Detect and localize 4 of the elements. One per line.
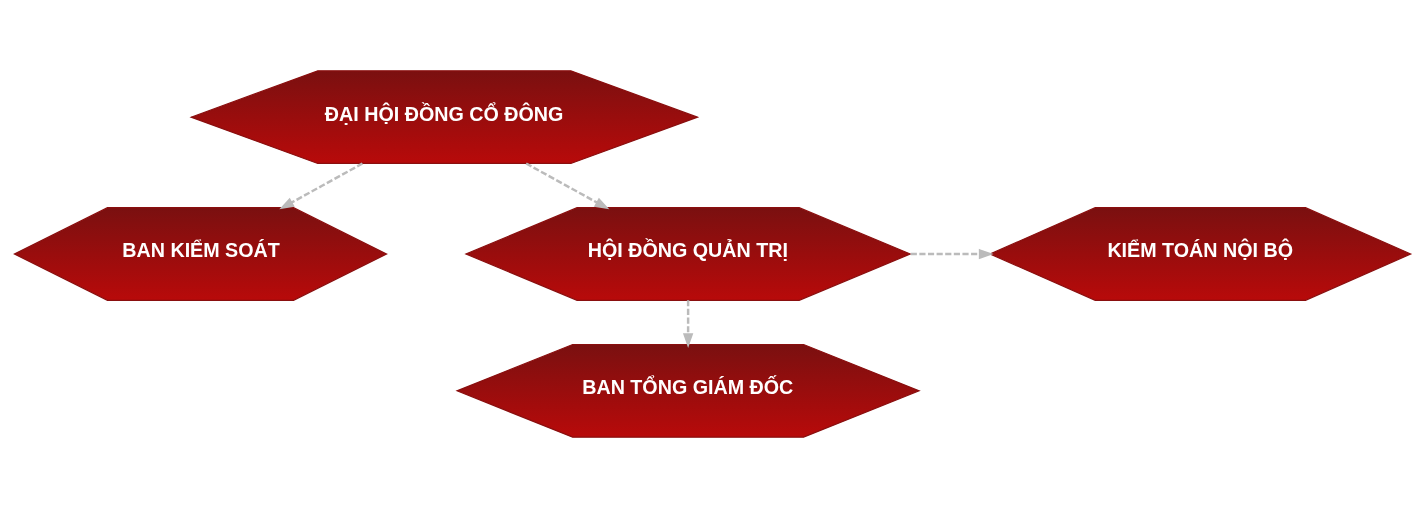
arrow [525,162,610,210]
arrow [910,248,994,260]
arrow [279,162,364,210]
arrow [682,300,694,349]
